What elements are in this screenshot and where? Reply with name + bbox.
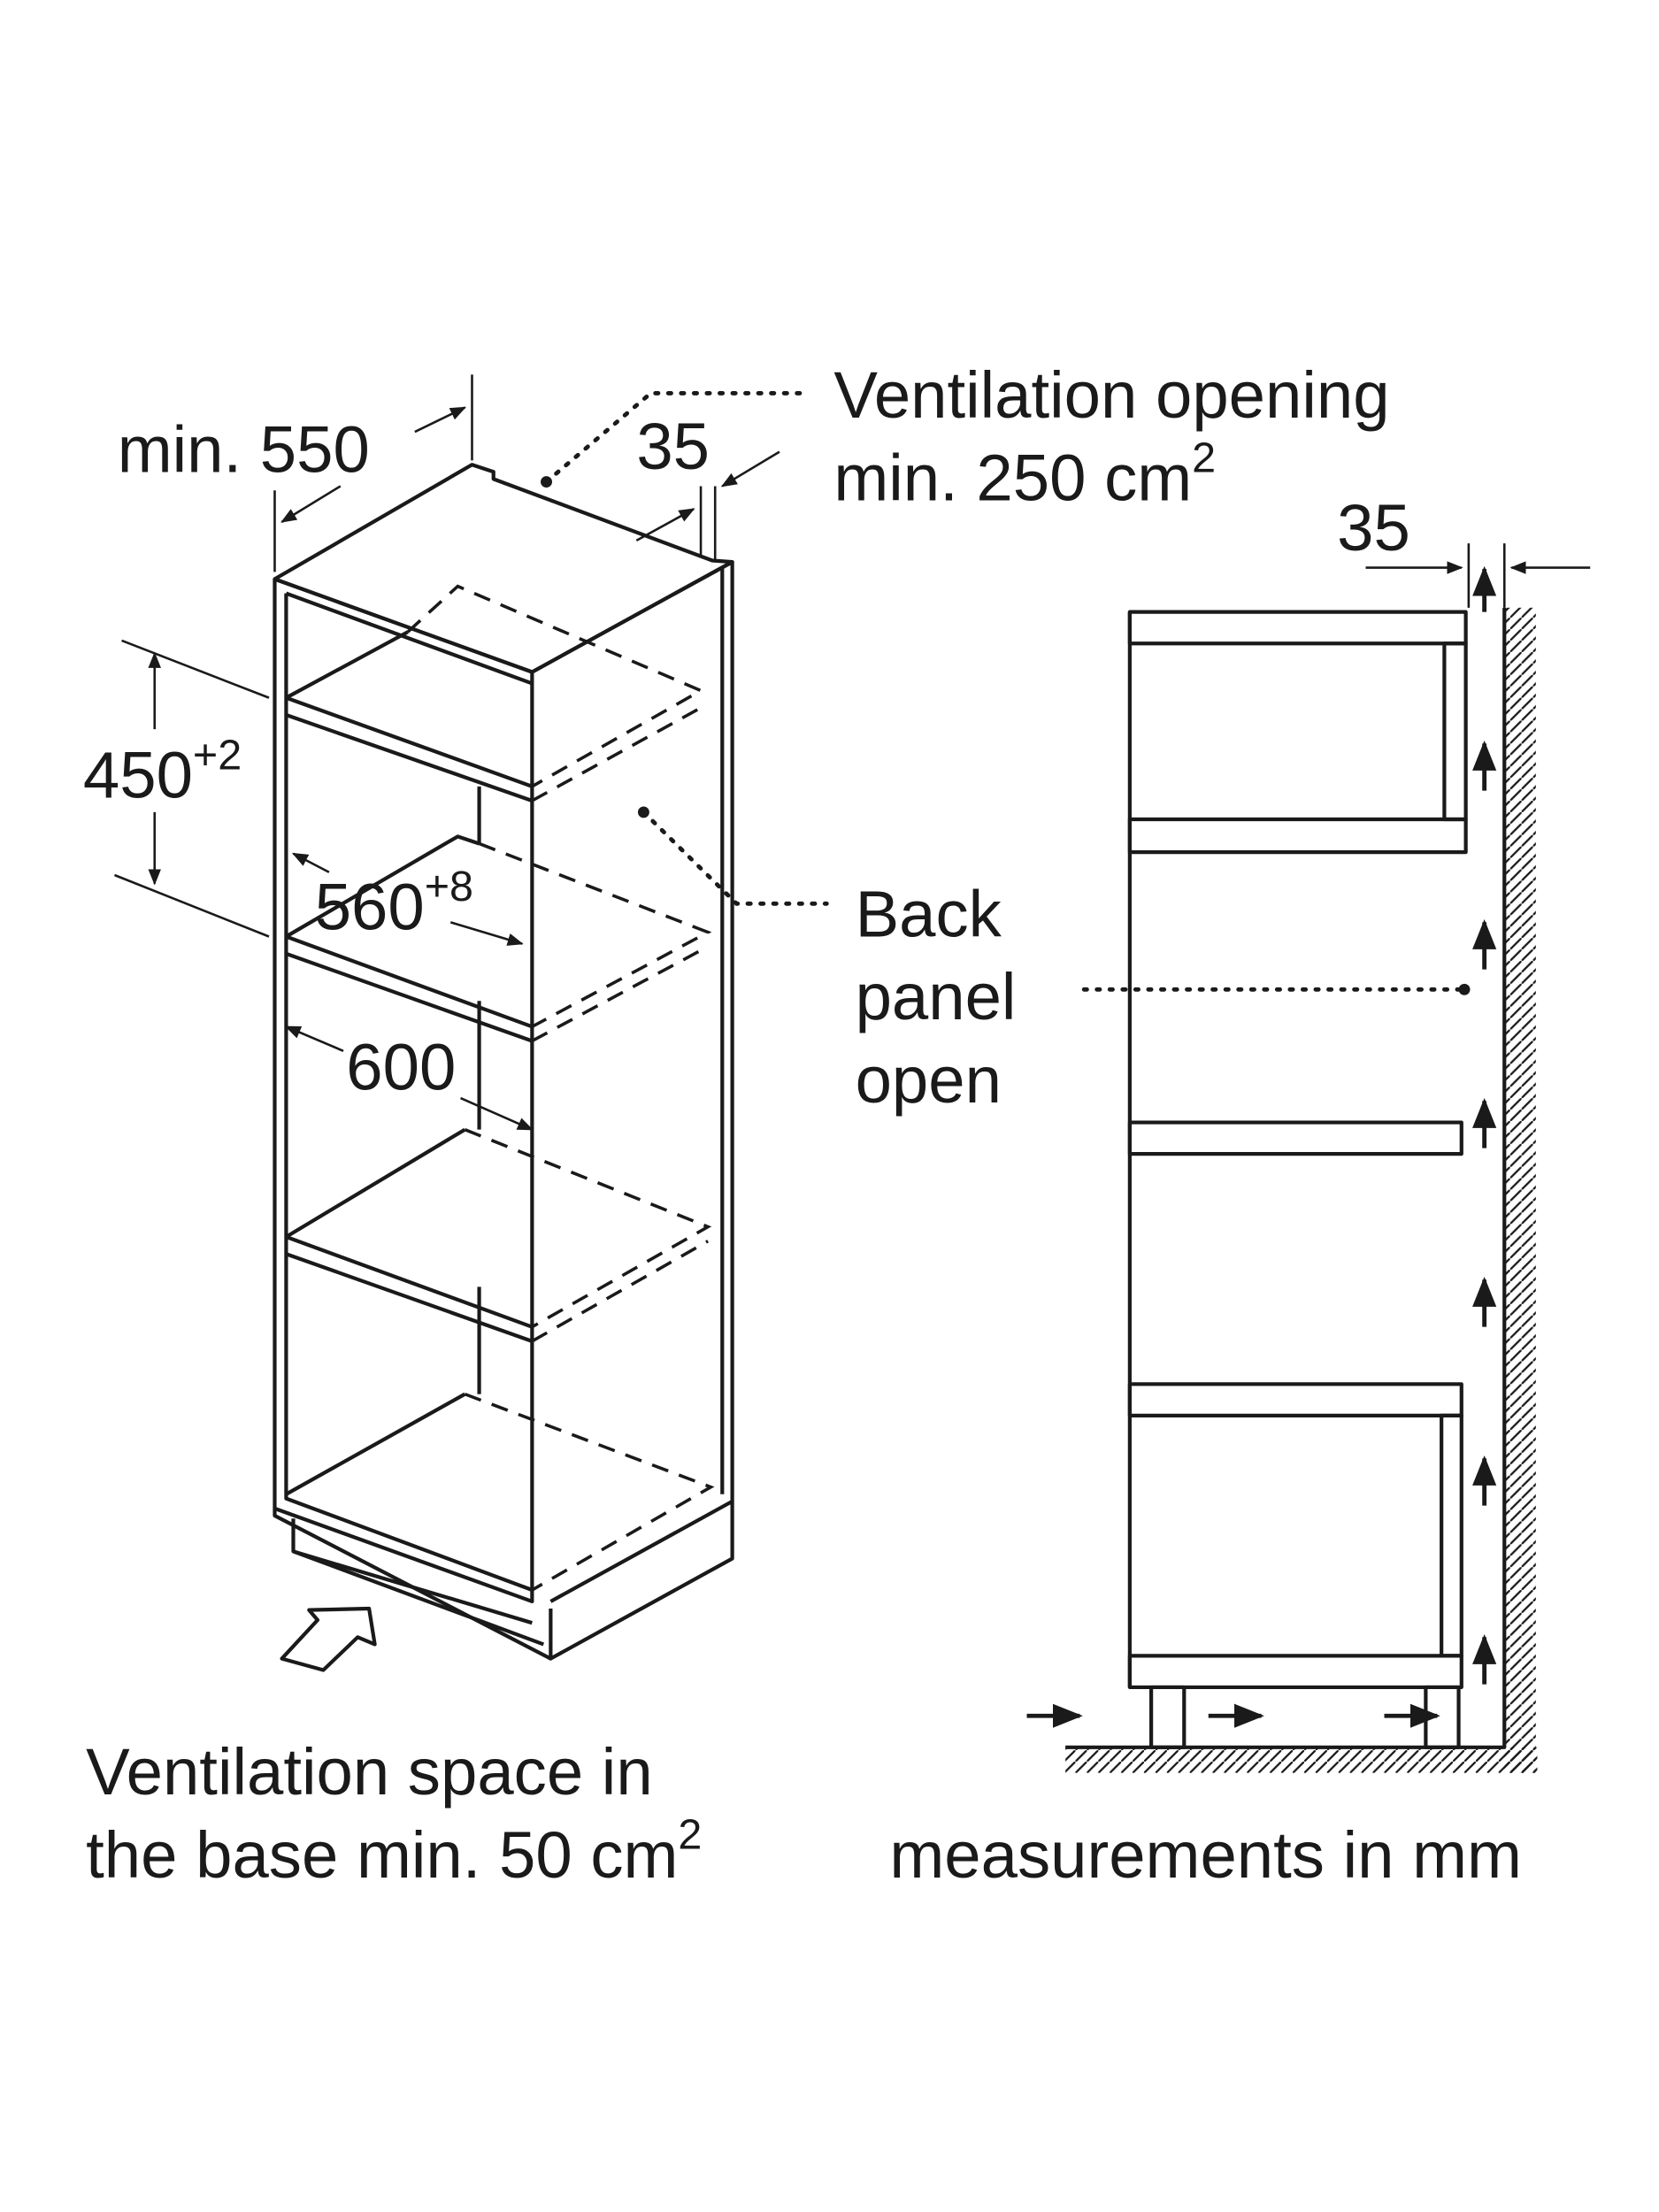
cabinet-side-view: 35 <box>1026 491 1591 1773</box>
back-panel-label-1: Back <box>856 878 1002 951</box>
svg-text:560+8: 560+8 <box>315 863 473 943</box>
back-panel-label-3: open <box>856 1043 1002 1117</box>
svg-text:450+2: 450+2 <box>83 731 242 811</box>
min-depth-label: min. 550 <box>118 412 370 486</box>
airflow-arrow-icon <box>280 1606 377 1672</box>
niche-height-label: 450 <box>83 739 193 812</box>
cabinet-width-label: 600 <box>346 1030 456 1103</box>
svg-text:min. 250 cm2: min. 250 cm2 <box>833 434 1216 514</box>
cabinet-isometric <box>273 463 734 1661</box>
ventilation-opening-label: Ventilation opening <box>833 358 1389 432</box>
top-gap-label: 35 <box>636 410 710 483</box>
labels-left: min. 550 35 Ventilation opening min. 250… <box>83 358 1522 1892</box>
units-note: measurements in mm <box>889 1818 1522 1892</box>
svg-text:the base min. 50 cm2: the base min. 50 cm2 <box>86 1811 702 1892</box>
niche-width-label: 560 <box>315 870 425 943</box>
side-gap-label: 35 <box>1337 491 1410 565</box>
dimension-lines-left <box>114 374 829 1672</box>
back-panel-label-2: panel <box>856 960 1017 1033</box>
base-ventilation-label: Ventilation space in <box>86 1735 653 1809</box>
base-ventilation-min: the base min. 50 cm <box>86 1818 678 1892</box>
ventilation-opening-min: min. 250 cm <box>833 442 1192 515</box>
